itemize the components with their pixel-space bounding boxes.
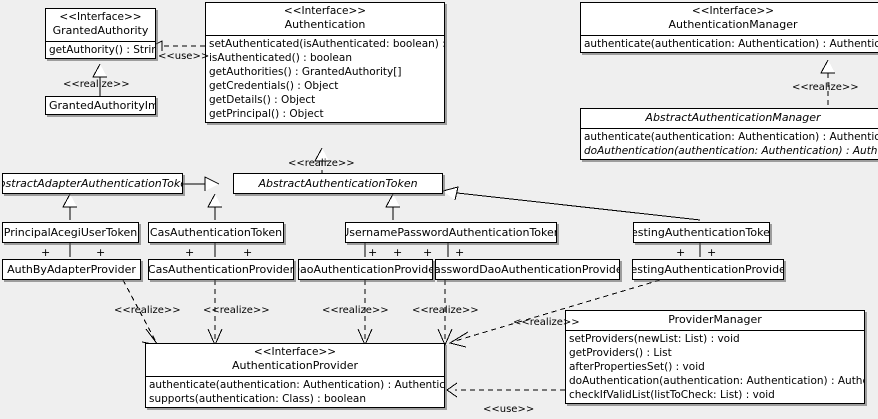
association-plus-marker: + xyxy=(96,246,106,259)
class-box-authentication-manager[interactable]: <<Interface>> AuthenticationManager auth… xyxy=(580,2,878,53)
edge-label-realize-provider-manager: <<realize>> xyxy=(513,317,580,328)
class-name-authentication-provider: AuthenticationProvider xyxy=(231,359,359,372)
method-compartment-provider-manager: setProviders(newList: List) : void getPr… xyxy=(566,330,864,403)
method-compartment-authentication-manager: authenticate(authentication: Authenticat… xyxy=(581,35,878,52)
method-get-authorities: getAuthorities() : GrantedAuthority[] xyxy=(209,66,402,78)
class-name-abstract-authentication-token: AbstractAuthenticationToken xyxy=(258,176,418,190)
method-authenticate: authenticate(authentication: Authenticat… xyxy=(584,131,878,143)
edge-label-use-granted-authority: <<use>> xyxy=(158,51,210,62)
association-plus-marker: + xyxy=(423,246,433,259)
class-name-dao-authentication-provider: DaoAuthenticationProvider xyxy=(298,262,433,276)
class-name-abstract-authentication-manager: AbstractAuthenticationManager xyxy=(645,111,821,124)
class-name-username-password-authentication-token: UsernamePasswordAuthenticationToken xyxy=(345,225,557,239)
method-is-authenticated: isAuthenticated() : boolean xyxy=(209,52,352,64)
method-get-providers: getProviders() : List xyxy=(569,347,672,359)
edge-label-realize-granted-authority-impl: <<realize>> xyxy=(63,79,130,90)
edge-label-use-provider-manager: <<use>> xyxy=(483,404,535,415)
class-box-username-password-authentication-token[interactable]: UsernamePasswordAuthenticationToken xyxy=(345,222,557,243)
class-box-authentication[interactable]: <<Interface>> Authentication setAuthenti… xyxy=(205,2,445,123)
class-name-granted-authority: GrantedAuthority xyxy=(52,24,149,37)
class-box-auth-by-adapter-provider[interactable]: AuthByAdapterProvider xyxy=(2,259,141,280)
class-box-testing-authentication-provider[interactable]: TestingAuthenticationProvider xyxy=(632,259,784,280)
class-box-granted-authority-impl[interactable]: GrantedAuthorityImpl xyxy=(45,96,156,115)
class-header-authentication-manager: <<Interface>> AuthenticationManager xyxy=(581,3,878,35)
edge-label-realize-abstract-authentication-manager: <<realize>> xyxy=(792,82,859,93)
class-box-dao-authentication-provider[interactable]: DaoAuthenticationProvider xyxy=(298,259,433,280)
method-compartment-authentication: setAuthenticated(isAuthenticated: boolea… xyxy=(206,35,444,122)
association-plus-marker: + xyxy=(368,246,378,259)
method-authenticate: authenticate(authentication: Authenticat… xyxy=(584,38,878,50)
class-header-abstract-authentication-manager: AbstractAuthenticationManager xyxy=(581,109,878,128)
method-supports: supports(authentication: Class) : boolea… xyxy=(149,393,366,405)
method-get-authority: getAuthority() : String xyxy=(49,44,156,56)
class-name-auth-by-adapter-provider: AuthByAdapterProvider xyxy=(7,262,136,276)
method-get-credentials: getCredentials() : Object xyxy=(209,80,339,92)
stereotype-interface: <<Interface>> xyxy=(253,346,337,358)
class-name-authentication: Authentication xyxy=(284,18,366,31)
class-box-password-dao-authentication-provider[interactable]: PasswordDaoAuthenticationProvider xyxy=(435,259,620,280)
class-box-abstract-authentication-token[interactable]: AbstractAuthenticationToken xyxy=(233,173,443,194)
association-plus-marker: + xyxy=(185,246,195,259)
method-check-if-valid-list: checkIfValidList(listToCheck: List) : vo… xyxy=(569,389,775,401)
class-box-principal-acegi-user-token[interactable]: PrincipalAcegiUserToken xyxy=(2,222,139,243)
edge-label-realize-abstract-authentication-token: <<realize>> xyxy=(288,158,355,169)
class-header-granted-authority: <<Interface>> GrantedAuthority xyxy=(46,9,155,41)
class-box-abstract-authentication-manager[interactable]: AbstractAuthenticationManager authentica… xyxy=(580,108,878,160)
class-name-cas-authentication-token: CasAuthenticationToken xyxy=(149,225,283,239)
edge-label-realize-dao-authentication-provider: <<realize>> xyxy=(322,305,389,316)
class-name-provider-manager: ProviderManager xyxy=(668,313,762,326)
method-compartment-authentication-provider: authenticate(authentication: Authenticat… xyxy=(146,376,444,407)
class-name-testing-authentication-provider: TestingAuthenticationProvider xyxy=(632,262,784,276)
method-compartment-abstract-authentication-manager: authenticate(authentication: Authenticat… xyxy=(581,128,878,159)
class-box-authentication-provider[interactable]: <<Interface>> AuthenticationProvider aut… xyxy=(145,343,445,408)
method-set-authenticated: setAuthenticated(isAuthenticated: boolea… xyxy=(209,38,444,50)
class-header-provider-manager: ProviderManager xyxy=(566,311,864,330)
method-compartment-granted-authority: getAuthority() : String xyxy=(46,41,155,58)
class-box-abstract-adapter-authentication-token[interactable]: AbstractAdapterAuthenticationToken xyxy=(2,173,183,194)
association-plus-marker: + xyxy=(393,246,403,259)
class-name-principal-acegi-user-token: PrincipalAcegiUserToken xyxy=(3,225,138,239)
method-after-properties-set: afterPropertiesSet() : void xyxy=(569,361,705,373)
edge-label-realize-cas-authentication-provider: <<realize>> xyxy=(203,305,270,316)
class-header-authentication: <<Interface>> Authentication xyxy=(206,3,444,35)
method-get-details: getDetails() : Object xyxy=(209,94,316,106)
class-name-testing-authentication-token: TestingAuthenticationToken xyxy=(633,225,770,239)
association-plus-marker: + xyxy=(41,246,51,259)
method-set-providers: setProviders(newList: List) : void xyxy=(569,333,740,345)
class-header-authentication-provider: <<Interface>> AuthenticationProvider xyxy=(146,344,444,376)
class-box-granted-authority[interactable]: <<Interface>> GrantedAuthority getAuthor… xyxy=(45,8,156,59)
method-do-authentication: doAuthentication(authentication: Authent… xyxy=(569,375,864,387)
association-plus-marker: + xyxy=(676,246,686,259)
class-name-authentication-manager: AuthenticationManager xyxy=(668,18,798,31)
association-plus-marker: + xyxy=(707,246,717,259)
class-box-cas-authentication-provider[interactable]: CasAuthenticationProvider xyxy=(148,259,294,280)
method-do-authentication: doAuthentication(authentication: Authent… xyxy=(584,145,878,157)
method-authenticate: authenticate(authentication: Authenticat… xyxy=(149,379,445,391)
edge-label-realize-password-dao-authentication-provider: <<realize>> xyxy=(412,305,479,316)
stereotype-interface: <<Interface>> xyxy=(283,5,367,17)
edge-label-realize-auth-by-adapter-provider: <<realize>> xyxy=(114,305,181,316)
stereotype-interface: <<Interface>> xyxy=(691,5,775,17)
class-name-abstract-adapter-authentication-token: AbstractAdapterAuthenticationToken xyxy=(3,176,182,190)
association-plus-marker: + xyxy=(455,246,465,259)
association-plus-marker: + xyxy=(243,246,253,259)
class-box-cas-authentication-token[interactable]: CasAuthenticationToken xyxy=(148,222,284,243)
class-box-testing-authentication-token[interactable]: TestingAuthenticationToken xyxy=(633,222,770,243)
stereotype-interface: <<Interface>> xyxy=(59,11,142,23)
method-get-principal: getPrincipal() : Object xyxy=(209,108,324,120)
class-name-password-dao-authentication-provider: PasswordDaoAuthenticationProvider xyxy=(435,262,620,276)
class-name-granted-authority-impl: GrantedAuthorityImpl xyxy=(49,98,155,112)
class-box-provider-manager[interactable]: ProviderManager setProviders(newList: Li… xyxy=(565,310,865,404)
class-name-cas-authentication-provider: CasAuthenticationProvider xyxy=(148,262,294,276)
